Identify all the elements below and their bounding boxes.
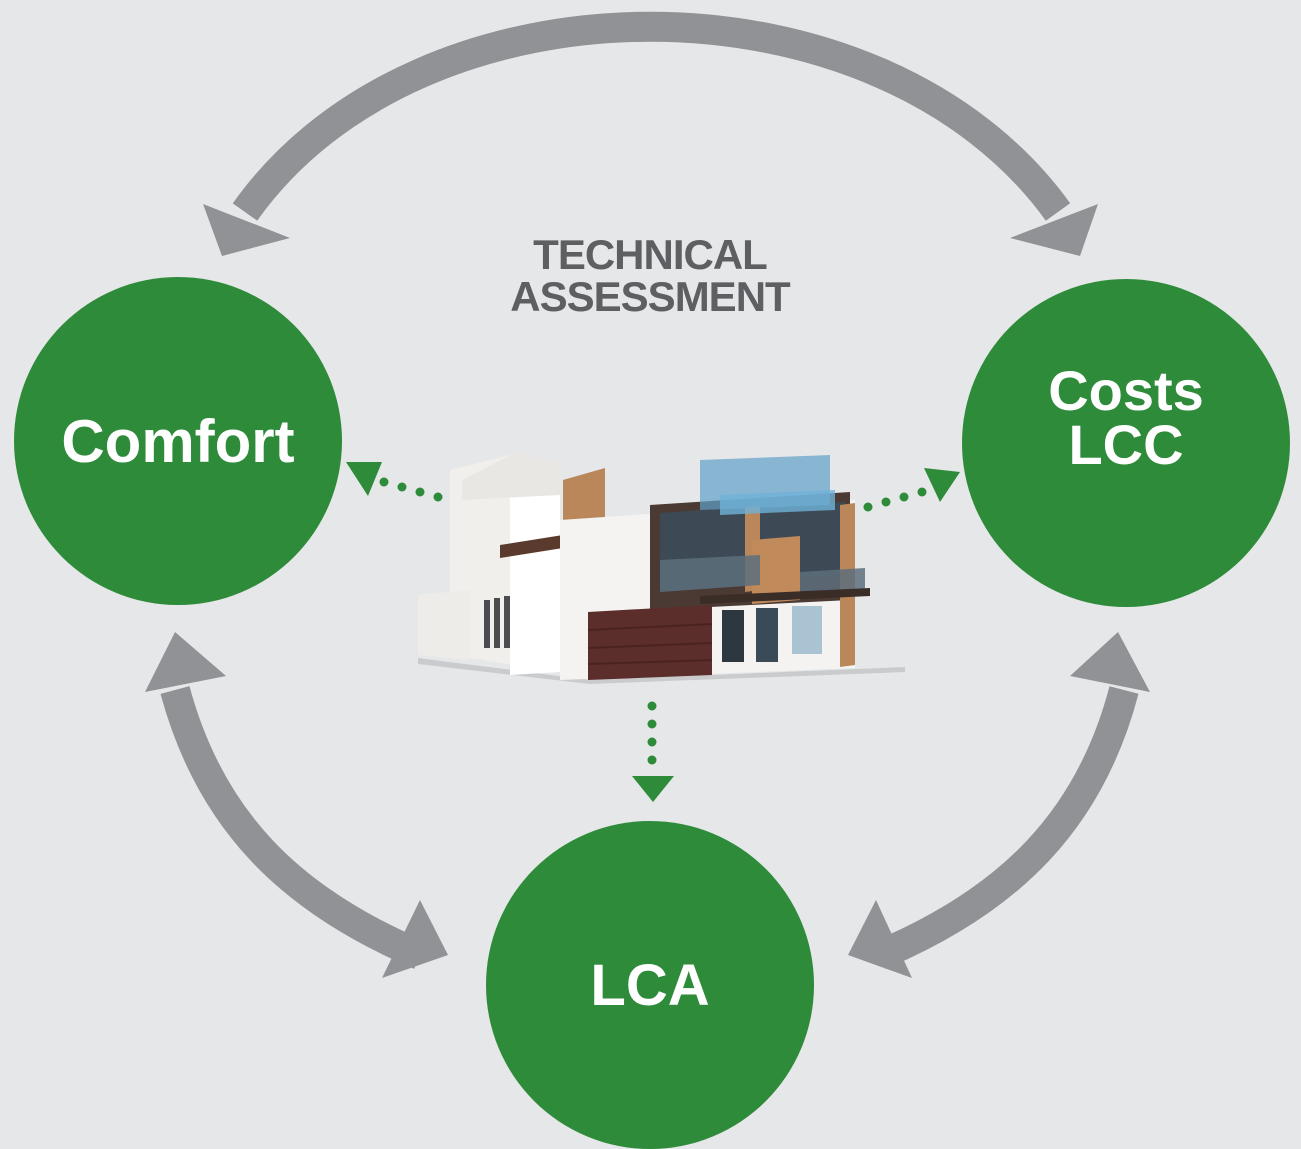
dotted-arrow-to-costs [863, 468, 960, 512]
dotted-arrow-to-comfort [346, 462, 443, 502]
title-line-1: TECHNICAL [533, 231, 768, 278]
lca-node: LCA [486, 821, 814, 1149]
lca-label: LCA [590, 952, 710, 1018]
arrow-comfort-costs [203, 11, 1098, 256]
comfort-node: Comfort [14, 277, 342, 605]
arrow-comfort-lca [145, 632, 448, 978]
comfort-label: Comfort [61, 407, 295, 475]
costs-lcc-node: Costs LCC [962, 279, 1290, 607]
cycle-arrows [145, 11, 1150, 978]
dotted-arrows [346, 462, 960, 802]
title-line-2: ASSESSMENT [510, 273, 790, 320]
lcc-label: LCC [1068, 413, 1184, 476]
dotted-arrow-to-lca [632, 701, 674, 802]
building-illustration-icon [418, 453, 905, 684]
diagram-title: TECHNICAL ASSESSMENT [400, 234, 900, 318]
costs-label: Costs [1048, 359, 1204, 422]
arrow-costs-lca [848, 632, 1150, 978]
